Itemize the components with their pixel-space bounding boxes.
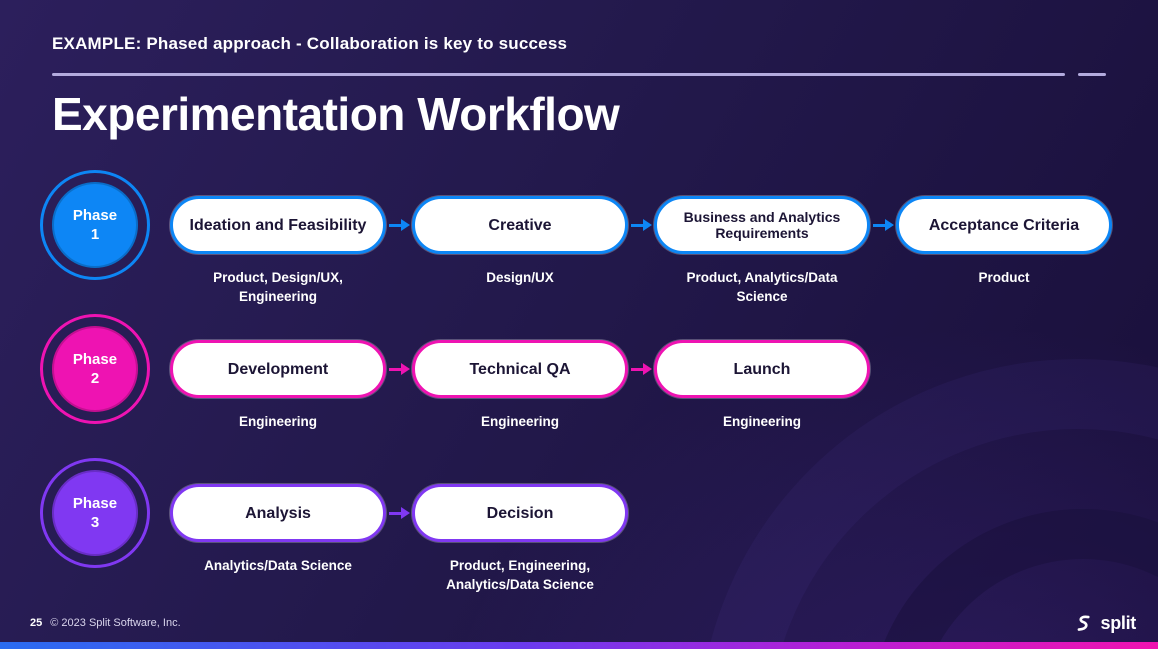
copyright-text: © 2023 Split Software, Inc. xyxy=(50,617,181,629)
step-label: Acceptance Criteria xyxy=(928,216,1080,234)
header-divider xyxy=(52,73,1106,76)
phase-3-badge-label: Phase 3 xyxy=(52,470,138,557)
phase-word: Phase xyxy=(72,350,118,368)
step-label: Launch xyxy=(733,360,791,378)
page-title: Experimentation Workflow xyxy=(52,88,620,140)
flow-arrow xyxy=(870,196,896,254)
step-label: Business and Analytics Requirements xyxy=(683,208,841,242)
step-sublabel: Analytics/Data Science xyxy=(204,558,352,574)
step-label: Development xyxy=(227,360,329,378)
divider-line xyxy=(52,73,1065,76)
step-analysis: Analysis Analytics/Data Science xyxy=(170,458,386,576)
split-logo-text: split xyxy=(1100,612,1136,633)
phase-2-badge: Phase 2 xyxy=(40,314,150,425)
split-logo-icon xyxy=(1078,614,1091,631)
step-sublabel: Product, Design/UX, Engineering xyxy=(213,270,343,305)
step-sublabel: Engineering xyxy=(238,414,317,430)
phase-word: Phase xyxy=(72,494,118,512)
phase-row-1: Phase 1 Ideation and Feasibility Product… xyxy=(40,170,1158,314)
kicker-text: EXAMPLE: Phased approach - Collaboration… xyxy=(52,34,568,53)
phase-3-badge: Phase 3 xyxy=(40,458,150,569)
split-logo: split xyxy=(1074,613,1136,634)
step-sublabel: Product xyxy=(978,270,1030,286)
phase-1-badge-label: Phase 1 xyxy=(52,182,138,269)
step-pill: Acceptance Criteria xyxy=(896,196,1112,255)
step-label: Technical QA xyxy=(469,360,571,378)
step-label: Decision xyxy=(486,504,554,522)
flow-arrow xyxy=(628,196,654,254)
step-development: Development Engineering xyxy=(170,314,386,432)
phase-number: 2 xyxy=(90,370,100,388)
phase-row-3: Phase 3 Analysis Analytics/Data Science … xyxy=(40,458,1158,602)
slide-header: EXAMPLE: Phased approach - Collaboration… xyxy=(0,0,1158,138)
flow-arrow xyxy=(628,340,654,398)
step-label: Ideation and Feasibility xyxy=(189,216,367,234)
phase-word: Phase xyxy=(72,206,118,224)
step-pill: Analysis xyxy=(170,484,386,543)
phase-2-badge-label: Phase 2 xyxy=(52,326,138,413)
phase-3-steps: Analysis Analytics/Data Science Decision… xyxy=(170,458,628,595)
phase-number: 3 xyxy=(90,514,100,532)
step-pill: Decision xyxy=(412,484,628,543)
step-decision: Decision Product, Engineering, Analytics… xyxy=(412,458,628,595)
step-creative: Creative Design/UX xyxy=(412,170,628,288)
workflow-diagram: Phase 1 Ideation and Feasibility Product… xyxy=(0,170,1158,602)
step-sublabel: Engineering xyxy=(480,414,559,430)
flow-arrow xyxy=(386,340,412,398)
step-pill: Technical QA xyxy=(412,340,628,399)
phase-1-badge: Phase 1 xyxy=(40,170,150,281)
step-pill: Launch xyxy=(654,340,870,399)
step-pill: Business and Analytics Requirements xyxy=(654,196,870,255)
bottom-gradient-bar xyxy=(0,642,1158,649)
step-pill: Creative xyxy=(412,196,628,255)
step-sublabel: Engineering xyxy=(722,414,801,430)
step-pill: Development xyxy=(170,340,386,399)
step-label: Analysis xyxy=(245,504,311,522)
step-pill: Ideation and Feasibility xyxy=(170,196,386,255)
flow-arrow xyxy=(386,484,412,542)
slide-footer: 25 © 2023 Split Software, Inc. split xyxy=(0,604,1158,642)
divider-dash xyxy=(1078,73,1106,76)
page-number: 25 xyxy=(30,617,43,629)
footer-left: 25 © 2023 Split Software, Inc. xyxy=(30,617,181,629)
step-sublabel: Design/UX xyxy=(486,270,554,286)
flow-arrow xyxy=(386,196,412,254)
step-launch: Launch Engineering xyxy=(654,314,870,432)
phase-row-2: Phase 2 Development Engineering Technica… xyxy=(40,314,1158,458)
phase-2-steps: Development Engineering Technical QA Eng… xyxy=(170,314,870,432)
phase-number: 1 xyxy=(90,226,100,244)
step-sublabel: Product, Analytics/Data Science xyxy=(686,270,838,305)
step-sublabel: Product, Engineering, Analytics/Data Sci… xyxy=(446,558,594,593)
step-acceptance-criteria: Acceptance Criteria Product xyxy=(896,170,1112,288)
phase-1-steps: Ideation and Feasibility Product, Design… xyxy=(170,170,1112,307)
step-ideation-feasibility: Ideation and Feasibility Product, Design… xyxy=(170,170,386,307)
step-label: Creative xyxy=(488,216,552,234)
step-business-analytics-requirements: Business and Analytics Requirements Prod… xyxy=(654,170,870,307)
step-technical-qa: Technical QA Engineering xyxy=(412,314,628,432)
